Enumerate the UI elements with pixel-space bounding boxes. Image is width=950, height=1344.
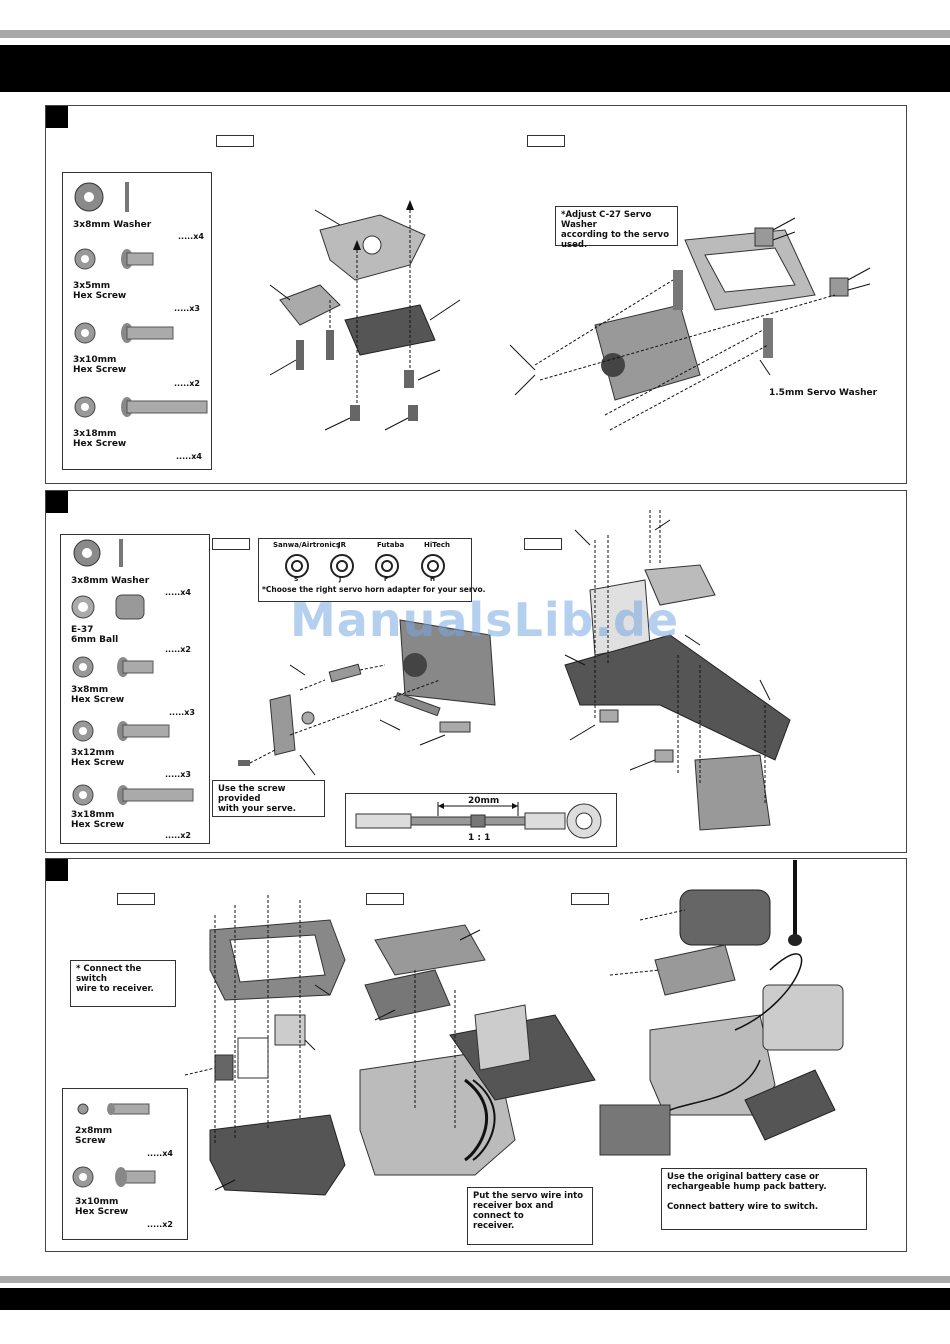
step-2-substep-a-tag: [212, 538, 250, 550]
step-2-parts-icons: [71, 539, 194, 806]
step-1-servo-mount-diagram: [269, 200, 461, 431]
part-label: 3x18mm Hex Screw: [71, 810, 125, 830]
part-qty: .....x4: [178, 232, 204, 241]
step-2-screw-note: Use the screw provided with your serve.: [212, 780, 325, 817]
step-3-number: [46, 859, 68, 881]
step-2-number: [46, 491, 68, 513]
part-label: 3x10mm Hex Screw: [73, 355, 127, 375]
step-3-servo-wire-note: Put the servo wire into receiver box and…: [467, 1187, 593, 1245]
part-label: 3x18mm Hex Screw: [73, 429, 127, 449]
step-1-washer-note: *Adjust C-27 Servo Washer according to t…: [555, 206, 678, 250]
step-3-servo-wire-diagram: [359, 924, 596, 1176]
step-1-parts-box: 3x8mm Washer .....x4 3x5mm Hex Screw ...…: [62, 172, 212, 470]
part-label: 3x8mm Washer: [71, 576, 150, 586]
horn-brand-label: HiTech: [424, 541, 450, 549]
part-qty: .....x2: [174, 379, 200, 388]
part-label: 3x5mm Hex Screw: [73, 281, 127, 301]
horn-brand-label: JR: [338, 541, 346, 549]
step-1-parts-icons: [74, 182, 208, 418]
part-label: 3x10mm Hex Screw: [75, 1197, 129, 1217]
step-1-substep-b-tag: [527, 135, 565, 147]
horn-note: *Choose the right servo horn adapter for…: [262, 585, 486, 594]
part-qty: .....x3: [165, 770, 191, 779]
step-2-servo-linkage-diagram: [238, 619, 496, 776]
step-3-substep-b-tag: [366, 893, 404, 905]
header-bar: [0, 45, 950, 92]
step-2-parts-box: 3x8mm Washer .....x4 E-37 6mm Ball .....…: [60, 534, 210, 844]
part-label: 3x8mm Hex Screw: [71, 685, 125, 705]
horn-brand-label: Sanwa/Airtronics: [273, 541, 341, 549]
part-qty: .....x3: [169, 708, 195, 717]
step-3-substep-c-tag: [571, 893, 609, 905]
part-qty: .....x2: [165, 645, 191, 654]
horn-code: H: [430, 576, 436, 583]
step-3-receiver-box-diagram: [184, 895, 346, 1196]
step-3-parts-box: 2x8mm Screw .....x4 3x10mm Hex Screw ...…: [62, 1088, 188, 1240]
part-qty: .....x3: [174, 304, 200, 313]
servo-horn-chooser: Sanwa/Airtronics JR Futaba HiTech S J F …: [258, 538, 485, 602]
step-3-parts-icons: [72, 1103, 156, 1188]
step-3-battery-diagram: [599, 860, 844, 1156]
part-qty: .....x2: [147, 1220, 173, 1229]
horn-code: F: [384, 576, 389, 583]
step-1-washer-label: 1.5mm Servo Washer: [769, 388, 878, 398]
step-2-substep-b-tag: [524, 538, 562, 550]
footer-bar: [0, 1288, 950, 1310]
step-3-switch-note: * Connect the switch wire to receiver.: [70, 960, 176, 1007]
part-label: 3x12mm Hex Screw: [71, 748, 125, 768]
part-label: 2x8mm Screw: [75, 1126, 113, 1146]
part-qty: .....x4: [176, 452, 202, 461]
step-2-servo-plate-diagram: [564, 510, 791, 831]
step-3-battery-note: Use the original battery case or recharg…: [661, 1168, 867, 1230]
turnbuckle-ratio: 1 : 1: [468, 833, 491, 843]
horn-brand-label: Futaba: [377, 541, 405, 549]
turnbuckle-dimension: 20mm: [468, 796, 500, 806]
watermark: ManualsLib.de: [290, 593, 680, 647]
turnbuckle-drawing: [355, 802, 602, 839]
bottom-stripe: [0, 1276, 950, 1283]
part-qty: .....x2: [165, 831, 191, 840]
turnbuckle-length-box: 20mm 1 : 1: [345, 793, 617, 847]
part-label: E-37 6mm Ball: [71, 625, 119, 645]
top-stripe: [0, 30, 950, 38]
horn-adapter-icons: [285, 554, 445, 578]
part-label: 3x8mm Washer: [73, 220, 152, 230]
step-1-substep-a-tag: [216, 135, 254, 147]
part-qty: .....x4: [165, 588, 191, 597]
horn-code: J: [339, 576, 342, 583]
step-1-servo-install-diagram: [509, 217, 871, 431]
step-1-number: [46, 106, 68, 128]
step-3-substep-a-tag: [117, 893, 155, 905]
part-qty: .....x4: [147, 1149, 173, 1158]
horn-code: S: [294, 576, 299, 583]
